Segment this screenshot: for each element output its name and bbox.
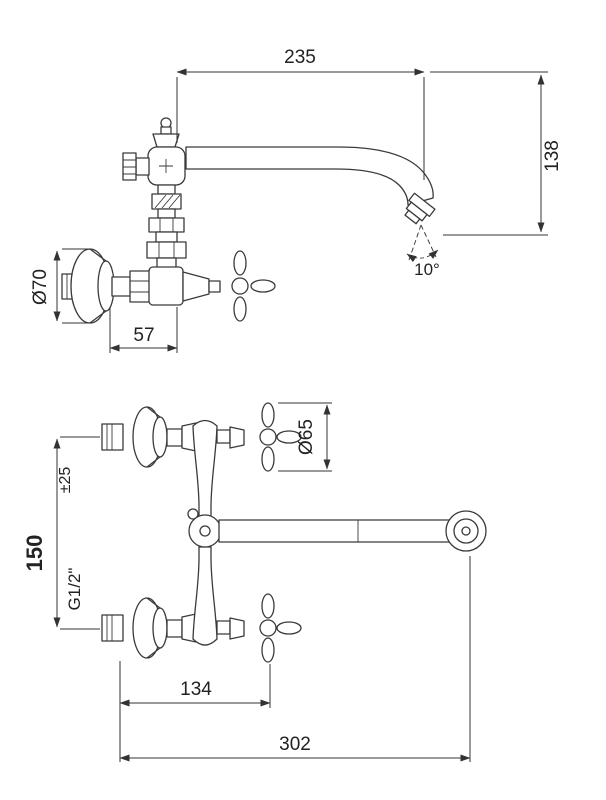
top-cross-handle	[216, 402, 302, 472]
dim-handle-65: Ø65	[278, 402, 332, 472]
hatch	[154, 194, 181, 209]
finial-knob	[187, 508, 199, 520]
dim-label-57: 57	[133, 325, 154, 346]
dim-label-70: Ø70	[30, 269, 51, 305]
dim-label-235: 235	[284, 47, 316, 68]
dim-label-10deg: 10°	[414, 260, 440, 279]
spout-side	[185, 146, 439, 263]
aerator	[404, 192, 436, 225]
swivel-line	[420, 224, 437, 258]
dim-label-302: 302	[279, 734, 311, 755]
dim-reach-235: 235	[176, 47, 425, 180]
swivel-arc	[406, 249, 439, 263]
faucet-body	[187, 419, 222, 646]
spout-front	[218, 510, 487, 552]
dim-offset-57: 57	[109, 307, 178, 353]
dim-height-138: 138	[430, 71, 563, 236]
dim-label-134: 134	[180, 679, 212, 700]
top-view: 235 138 10° Ø70 57	[30, 47, 563, 353]
top-mount	[101, 406, 197, 468]
bottom-mount	[101, 597, 197, 659]
dim-label-150: 150	[22, 535, 47, 572]
swivel-line	[408, 224, 422, 261]
front-view: Ø65 ±25 150 G1/2" 134 302	[22, 402, 487, 762]
dim-label-tolerance: ±25	[57, 467, 74, 494]
cross-handle-side	[231, 250, 276, 322]
dim-centers-150: ±25 150 G1/2"	[22, 436, 100, 630]
dim-flange-70: Ø70	[30, 248, 90, 324]
bottom-cross-handle	[216, 593, 302, 663]
dim-label-65: Ø65	[296, 419, 317, 455]
valve-assembly	[122, 117, 187, 273]
dim-label-thread: G1/2"	[65, 568, 84, 611]
plus-mark-icon	[159, 159, 173, 173]
dim-overall-302: 302	[119, 556, 471, 762]
dim-label-138: 138	[542, 140, 563, 172]
wall-mount-assembly	[61, 248, 221, 324]
dim-inner-134: 134	[119, 661, 271, 708]
